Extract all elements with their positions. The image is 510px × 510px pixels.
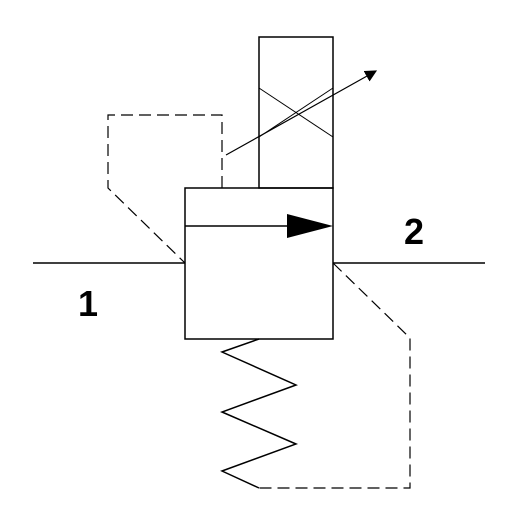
valve-body-box xyxy=(184,187,334,340)
inlet-pilot-line xyxy=(107,114,223,264)
solenoid-cross-line-b xyxy=(258,87,334,138)
drain-pilot-line xyxy=(259,262,411,489)
outlet-port-label: 2 xyxy=(404,211,424,252)
flow-arrow-head xyxy=(287,214,333,238)
spring-zigzag xyxy=(219,338,299,489)
inlet-port-label: 1 xyxy=(78,283,98,324)
solenoid-actuator-box xyxy=(258,36,334,189)
adjustable-setting-arrow xyxy=(225,70,378,156)
